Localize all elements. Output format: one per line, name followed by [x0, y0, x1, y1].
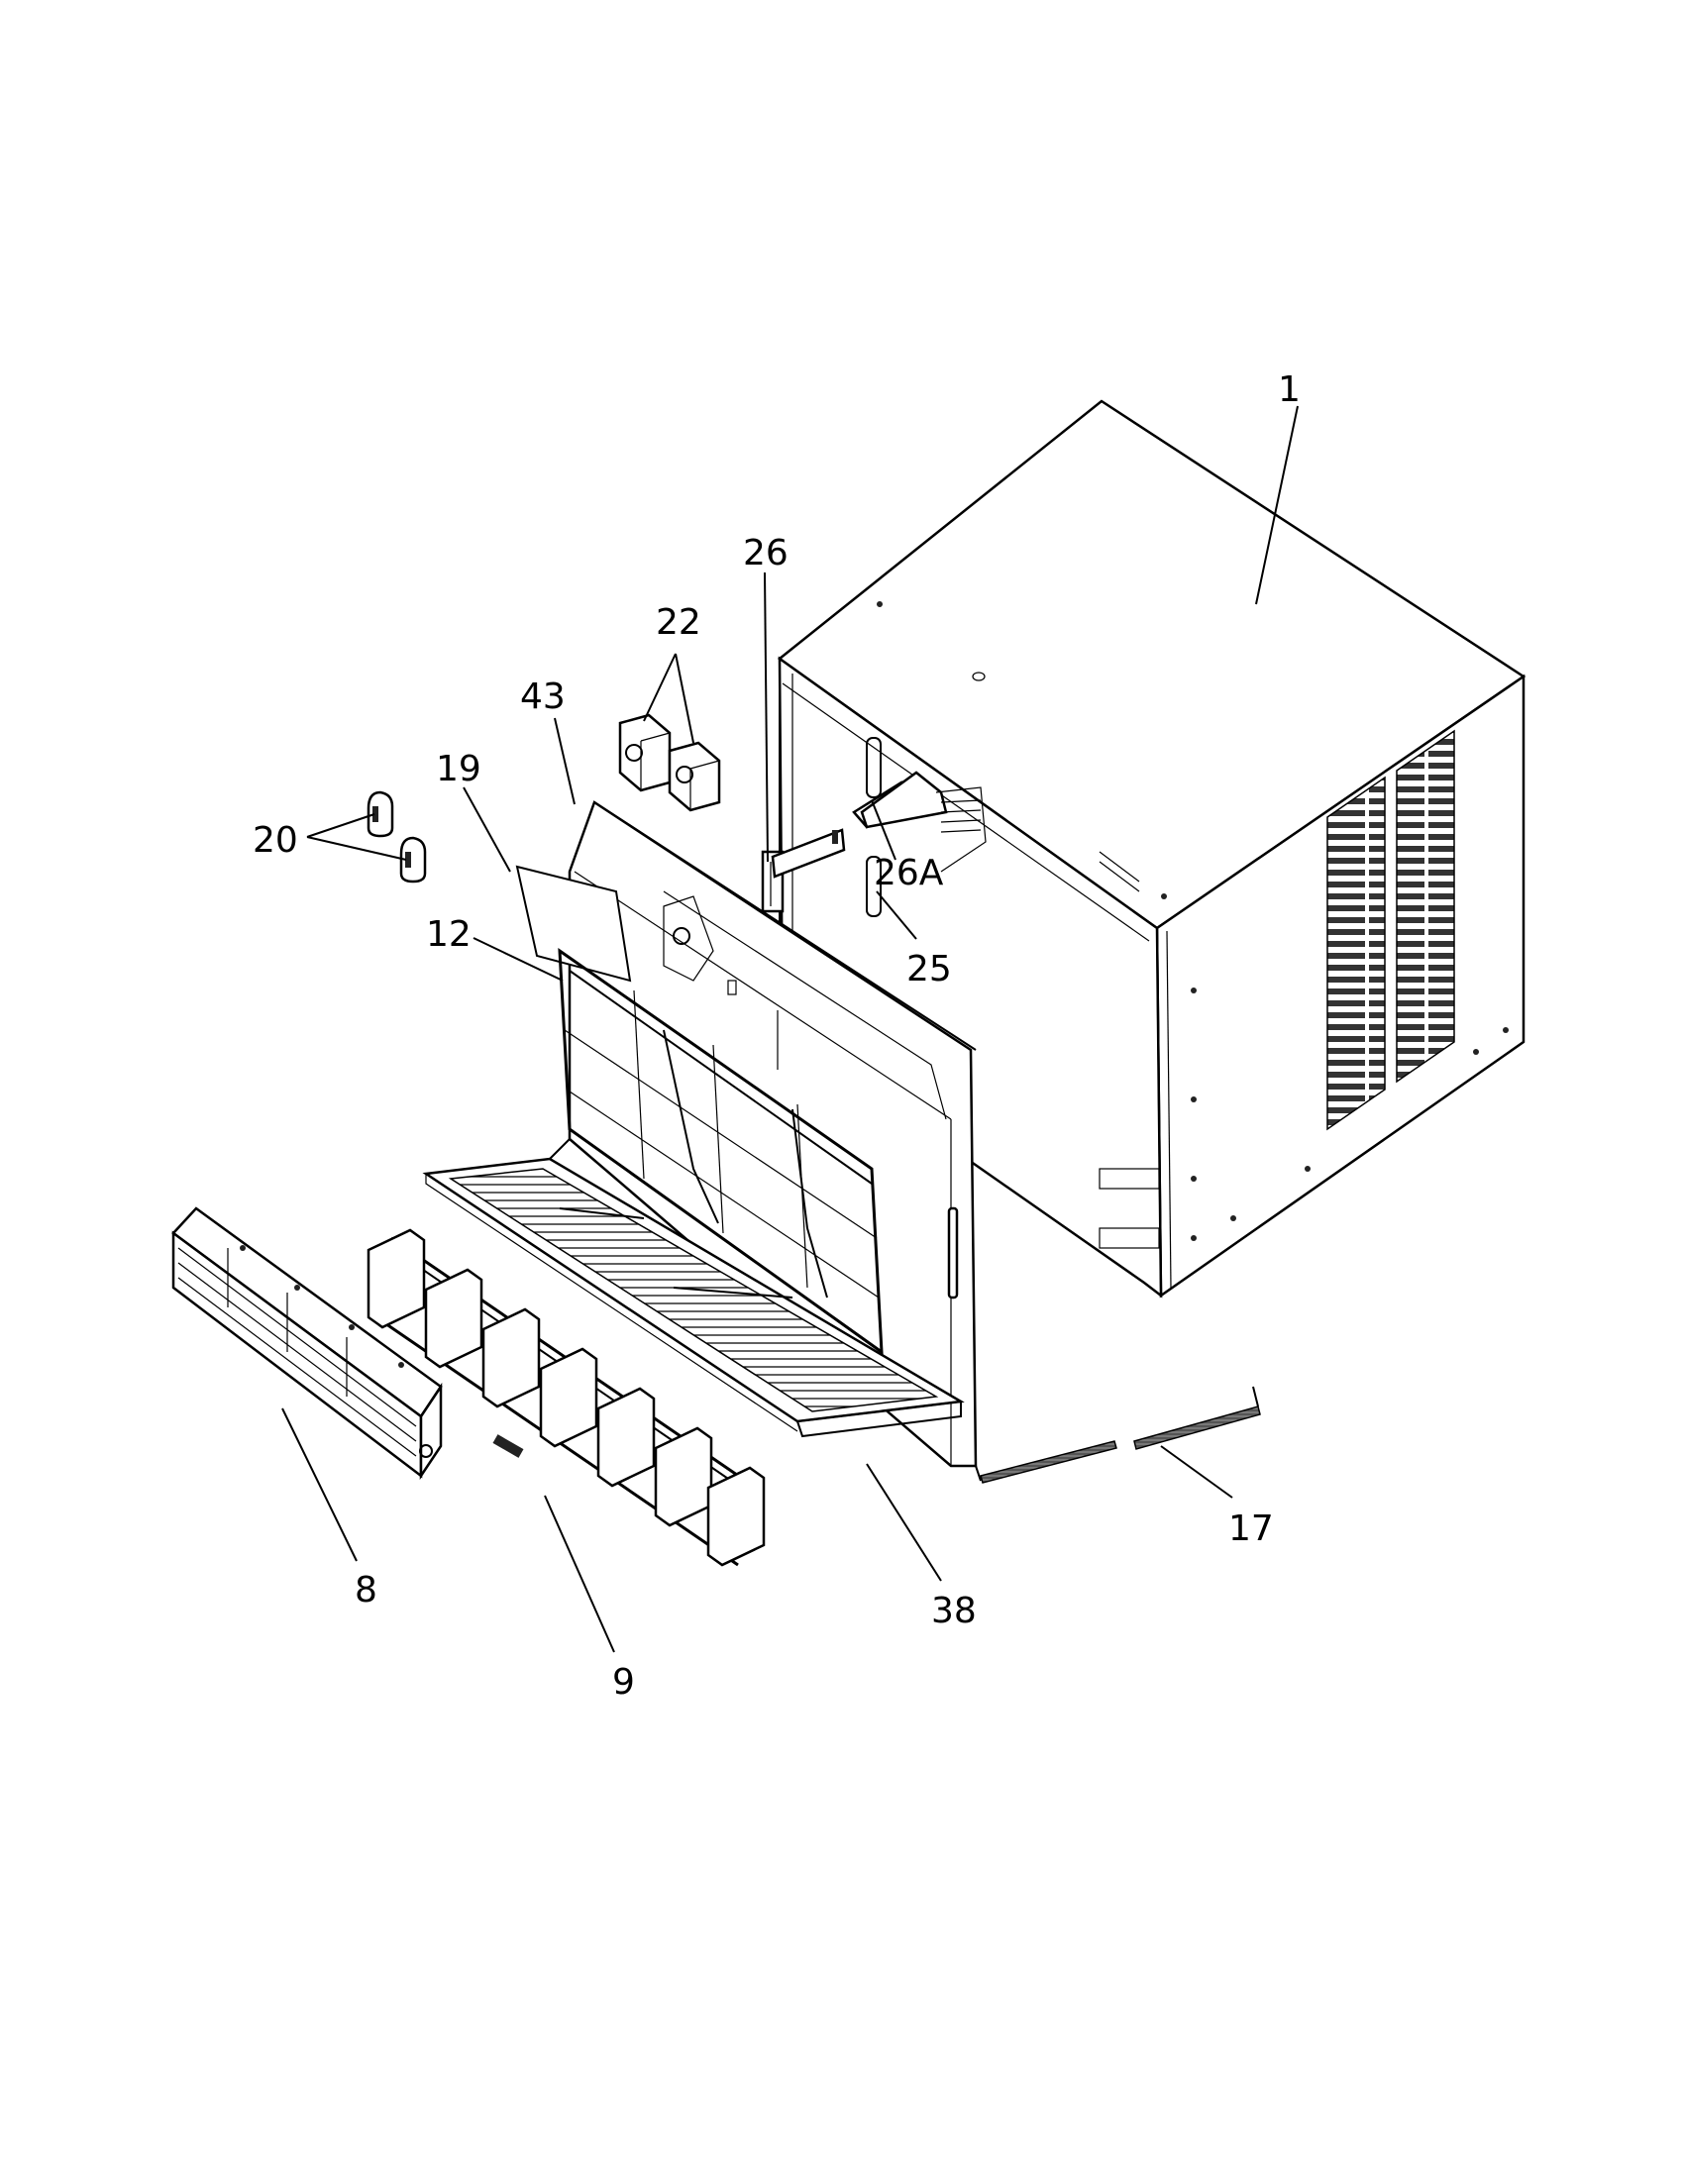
callout-8: 8	[355, 1570, 377, 1611]
side-rail-bracket	[761, 828, 846, 913]
drain-tray	[422, 1119, 965, 1438]
callout-12: 12	[426, 914, 472, 955]
callout-26: 26	[743, 533, 789, 573]
info-label	[515, 865, 632, 983]
callout-38: 38	[931, 1591, 977, 1631]
front-grille	[171, 1206, 443, 1481]
callout-25: 25	[906, 949, 952, 989]
seal-strips	[975, 1386, 1261, 1484]
mounting-clips	[618, 713, 721, 812]
callout-22: 22	[656, 602, 701, 643]
callout-labels: 1 26 22 43 19 20 26A 12 25 17 8 38 9	[253, 369, 1301, 1703]
callout-1: 1	[1278, 369, 1301, 410]
callout-9: 9	[612, 1662, 635, 1703]
leader-lines	[281, 405, 1299, 1653]
control-knobs	[367, 790, 427, 884]
callout-26A: 26A	[874, 853, 944, 893]
air-filter	[558, 948, 884, 1356]
callout-17: 17	[1228, 1508, 1274, 1549]
louver-assembly	[367, 1228, 766, 1567]
callout-20: 20	[253, 820, 298, 861]
cabinet	[777, 399, 1526, 1299]
callout-19: 19	[436, 749, 481, 789]
callout-43: 43	[520, 676, 566, 717]
